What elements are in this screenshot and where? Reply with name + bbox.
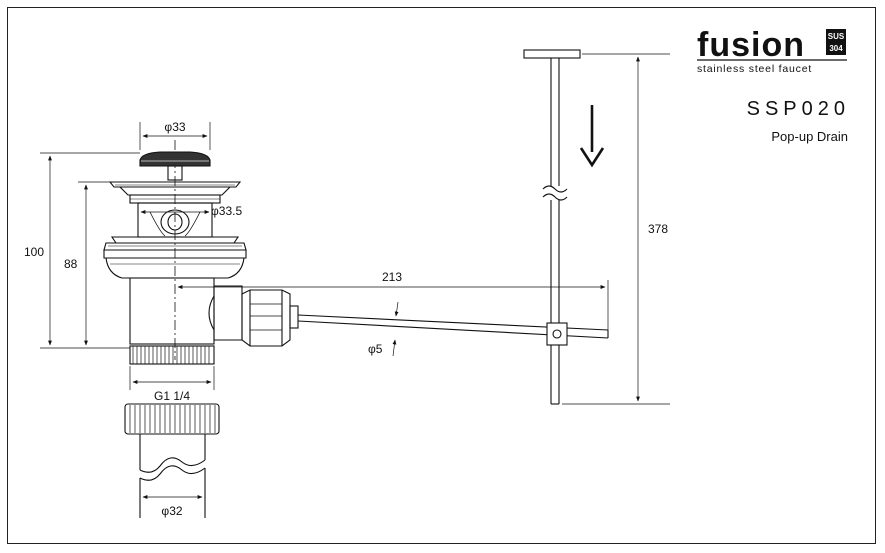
dim-body-diameter: φ33.5 xyxy=(211,204,242,218)
break-symbol xyxy=(542,185,568,193)
pipe-break xyxy=(139,457,206,473)
dim-thread: G1 1/4 xyxy=(154,389,190,403)
rod-clamp xyxy=(546,322,568,346)
clamp-screw xyxy=(552,329,562,339)
brand-block: fusion SUS 304 stainless steel faucet SS… xyxy=(697,26,850,144)
brand-name: fusion xyxy=(697,26,805,64)
lock-nut xyxy=(105,257,245,279)
sus-badge-bottom: 304 xyxy=(829,44,843,53)
lift-rod-knob xyxy=(523,49,581,59)
dimension-lines xyxy=(40,53,670,499)
dim-rod-diameter: φ5 xyxy=(368,342,383,356)
product-description: Pop-up Drain xyxy=(771,129,848,144)
dim-body-height: 88 xyxy=(64,257,78,271)
hex-nut xyxy=(241,289,291,347)
thread-lines xyxy=(132,346,210,364)
drawing-frame xyxy=(7,7,876,544)
dim-pipe-diameter: φ32 xyxy=(161,504,182,518)
sus-badge-top: SUS xyxy=(828,32,845,41)
down-arrow-icon xyxy=(579,105,605,168)
brand-tagline: stainless steel faucet xyxy=(697,63,812,75)
top-flange xyxy=(108,181,242,188)
cap-stem xyxy=(167,165,183,181)
sus-badge xyxy=(826,29,846,55)
thread-section xyxy=(129,345,215,365)
tail-pipe xyxy=(124,403,220,518)
model-number: SSP020 xyxy=(747,98,850,120)
popup-cap xyxy=(139,151,211,167)
drain-tail xyxy=(129,277,215,345)
stopper-slot xyxy=(160,209,190,235)
dim-total-height: 100 xyxy=(24,245,44,259)
side-port xyxy=(213,285,243,341)
lift-rod xyxy=(523,49,581,405)
dim-cap-diameter: φ33 xyxy=(164,120,185,134)
drain-assembly xyxy=(103,140,299,365)
slip-nut xyxy=(124,403,220,435)
dim-rod-length: 213 xyxy=(382,270,402,284)
dim-lift-rod-length: 378 xyxy=(648,222,668,236)
